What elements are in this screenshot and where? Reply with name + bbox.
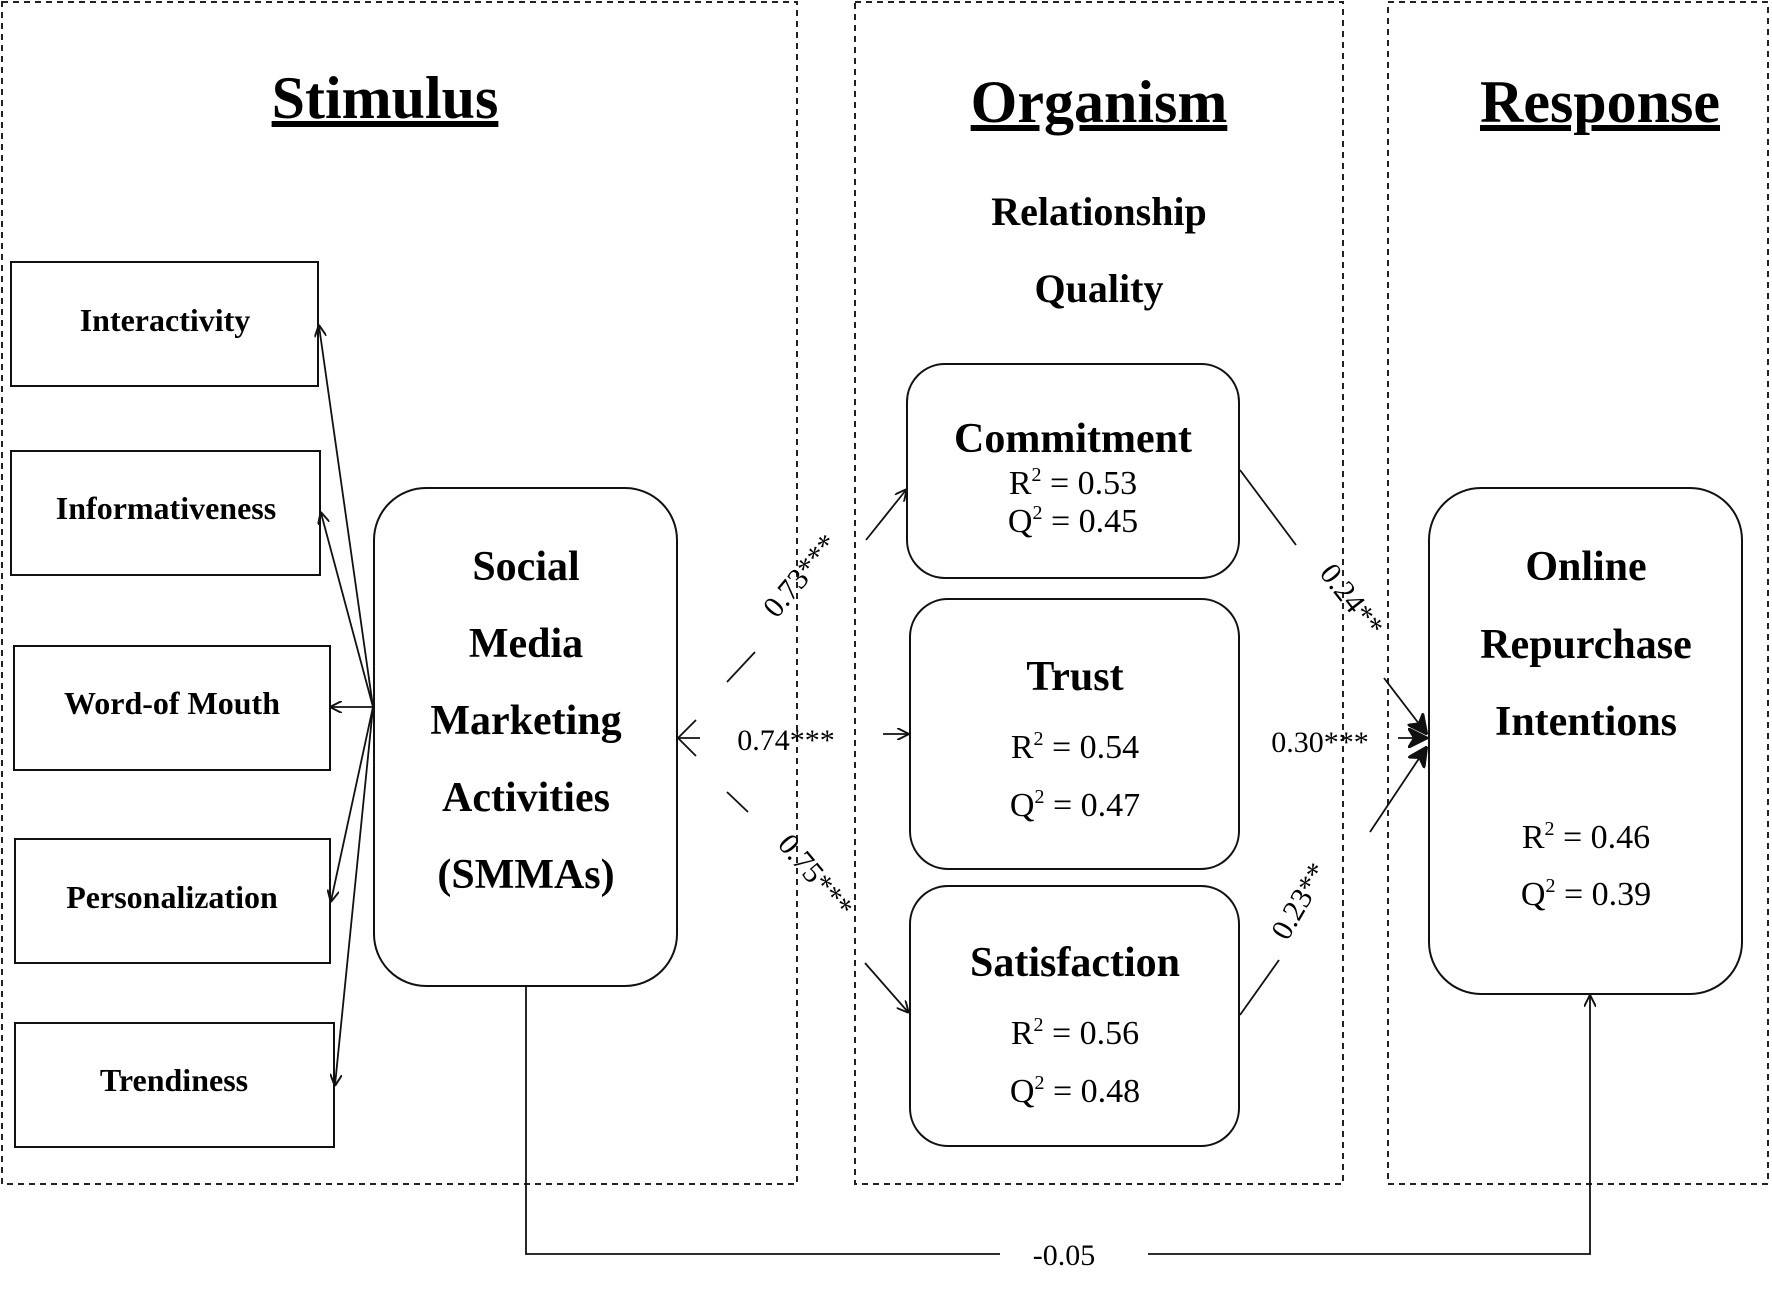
- smma-line5: (SMMAs): [437, 852, 614, 898]
- stimulus-title: Stimulus: [272, 65, 499, 131]
- commitment-title: Commitment: [954, 416, 1192, 462]
- commitment-box: [906, 363, 1240, 579]
- arrow-smma-personalization: [331, 706, 374, 901]
- trendiness-label: Trendiness: [100, 1062, 248, 1098]
- informativeness-label: Informativeness: [56, 490, 276, 526]
- commitment-r2: R2 = 0.53: [1009, 464, 1137, 502]
- personalization-box: [14, 838, 331, 964]
- satisfaction-title: Satisfaction: [970, 940, 1180, 986]
- response-frame: [1387, 1, 1769, 1185]
- smma-open-arrowhead: [676, 719, 697, 757]
- path-satisfaction-outcome: 0.23**: [1265, 857, 1335, 945]
- trust-r2: R2 = 0.54: [1011, 728, 1139, 766]
- word-of-mouth-box: [13, 645, 331, 771]
- outcome-line2: Repurchase: [1480, 622, 1692, 668]
- trust-q2: Q2 = 0.47: [1010, 786, 1140, 824]
- relationship-quality-line2: Quality: [1035, 266, 1164, 311]
- smma-line2: Media: [469, 621, 583, 667]
- smma-line3: Marketing: [430, 698, 621, 744]
- arrow-satisfaction-outcome-head: [1369, 748, 1426, 833]
- arrow-smma-satisfaction-head: [864, 962, 908, 1012]
- path-smma-outcome: -0.05: [1033, 1239, 1096, 1272]
- satisfaction-r2: R2 = 0.56: [1011, 1014, 1139, 1052]
- smma-line1: Social: [472, 544, 579, 590]
- arrow-commitment-outcome-head: [1383, 677, 1426, 733]
- arrow-smma-commitment-head: [865, 490, 906, 541]
- response-title: Response: [1480, 69, 1720, 135]
- trendiness-box: [14, 1022, 335, 1148]
- organism-frame: [854, 1, 1344, 1185]
- arrow-smma-trendiness: [335, 706, 374, 1085]
- arrow-smma-outcome-right: [1148, 996, 1590, 1255]
- satisfaction-box: [909, 885, 1240, 1147]
- arrow-smma-satisfaction-tail: [726, 791, 749, 813]
- path-smma-satisfaction: 0.75***: [771, 828, 859, 924]
- satisfaction-q2: Q2 = 0.48: [1010, 1072, 1140, 1110]
- path-trust-outcome: 0.30***: [1271, 726, 1369, 759]
- stimulus-frame: [1, 1, 798, 1185]
- outcome-r2: R2 = 0.46: [1522, 818, 1650, 856]
- word-of-mouth-label: Word-of Mouth: [64, 685, 280, 721]
- trust-title: Trust: [1026, 654, 1123, 700]
- outcome-line1: Online: [1525, 544, 1646, 590]
- repurchase-intentions-box: [1428, 487, 1743, 995]
- outcome-line3: Intentions: [1495, 699, 1677, 745]
- arrow-smma-interactivity: [319, 326, 374, 708]
- personalization-label: Personalization: [66, 879, 278, 915]
- outcome-q2: Q2 = 0.39: [1521, 875, 1651, 913]
- arrow-commitment-outcome-tail: [1239, 469, 1297, 546]
- trust-box: [909, 598, 1240, 870]
- path-smma-commitment: 0.73***: [757, 528, 845, 624]
- arrow-smma-informativeness: [321, 513, 374, 708]
- organism-title: Organism: [971, 69, 1228, 135]
- path-smma-trust: 0.74***: [737, 724, 835, 757]
- path-commitment-outcome: 0.24**: [1313, 557, 1390, 642]
- commitment-q2: Q2 = 0.45: [1008, 502, 1138, 540]
- arrow-satisfaction-outcome-tail: [1239, 959, 1280, 1016]
- interactivity-box: [10, 261, 319, 387]
- relationship-quality-line1: Relationship: [991, 189, 1207, 234]
- interactivity-label: Interactivity: [80, 302, 251, 338]
- arrow-smma-commitment-tail: [726, 651, 756, 683]
- arrow-smma-outcome-left: [525, 986, 1000, 1255]
- informativeness-box: [10, 450, 321, 576]
- smma-line4: Activities: [442, 775, 610, 821]
